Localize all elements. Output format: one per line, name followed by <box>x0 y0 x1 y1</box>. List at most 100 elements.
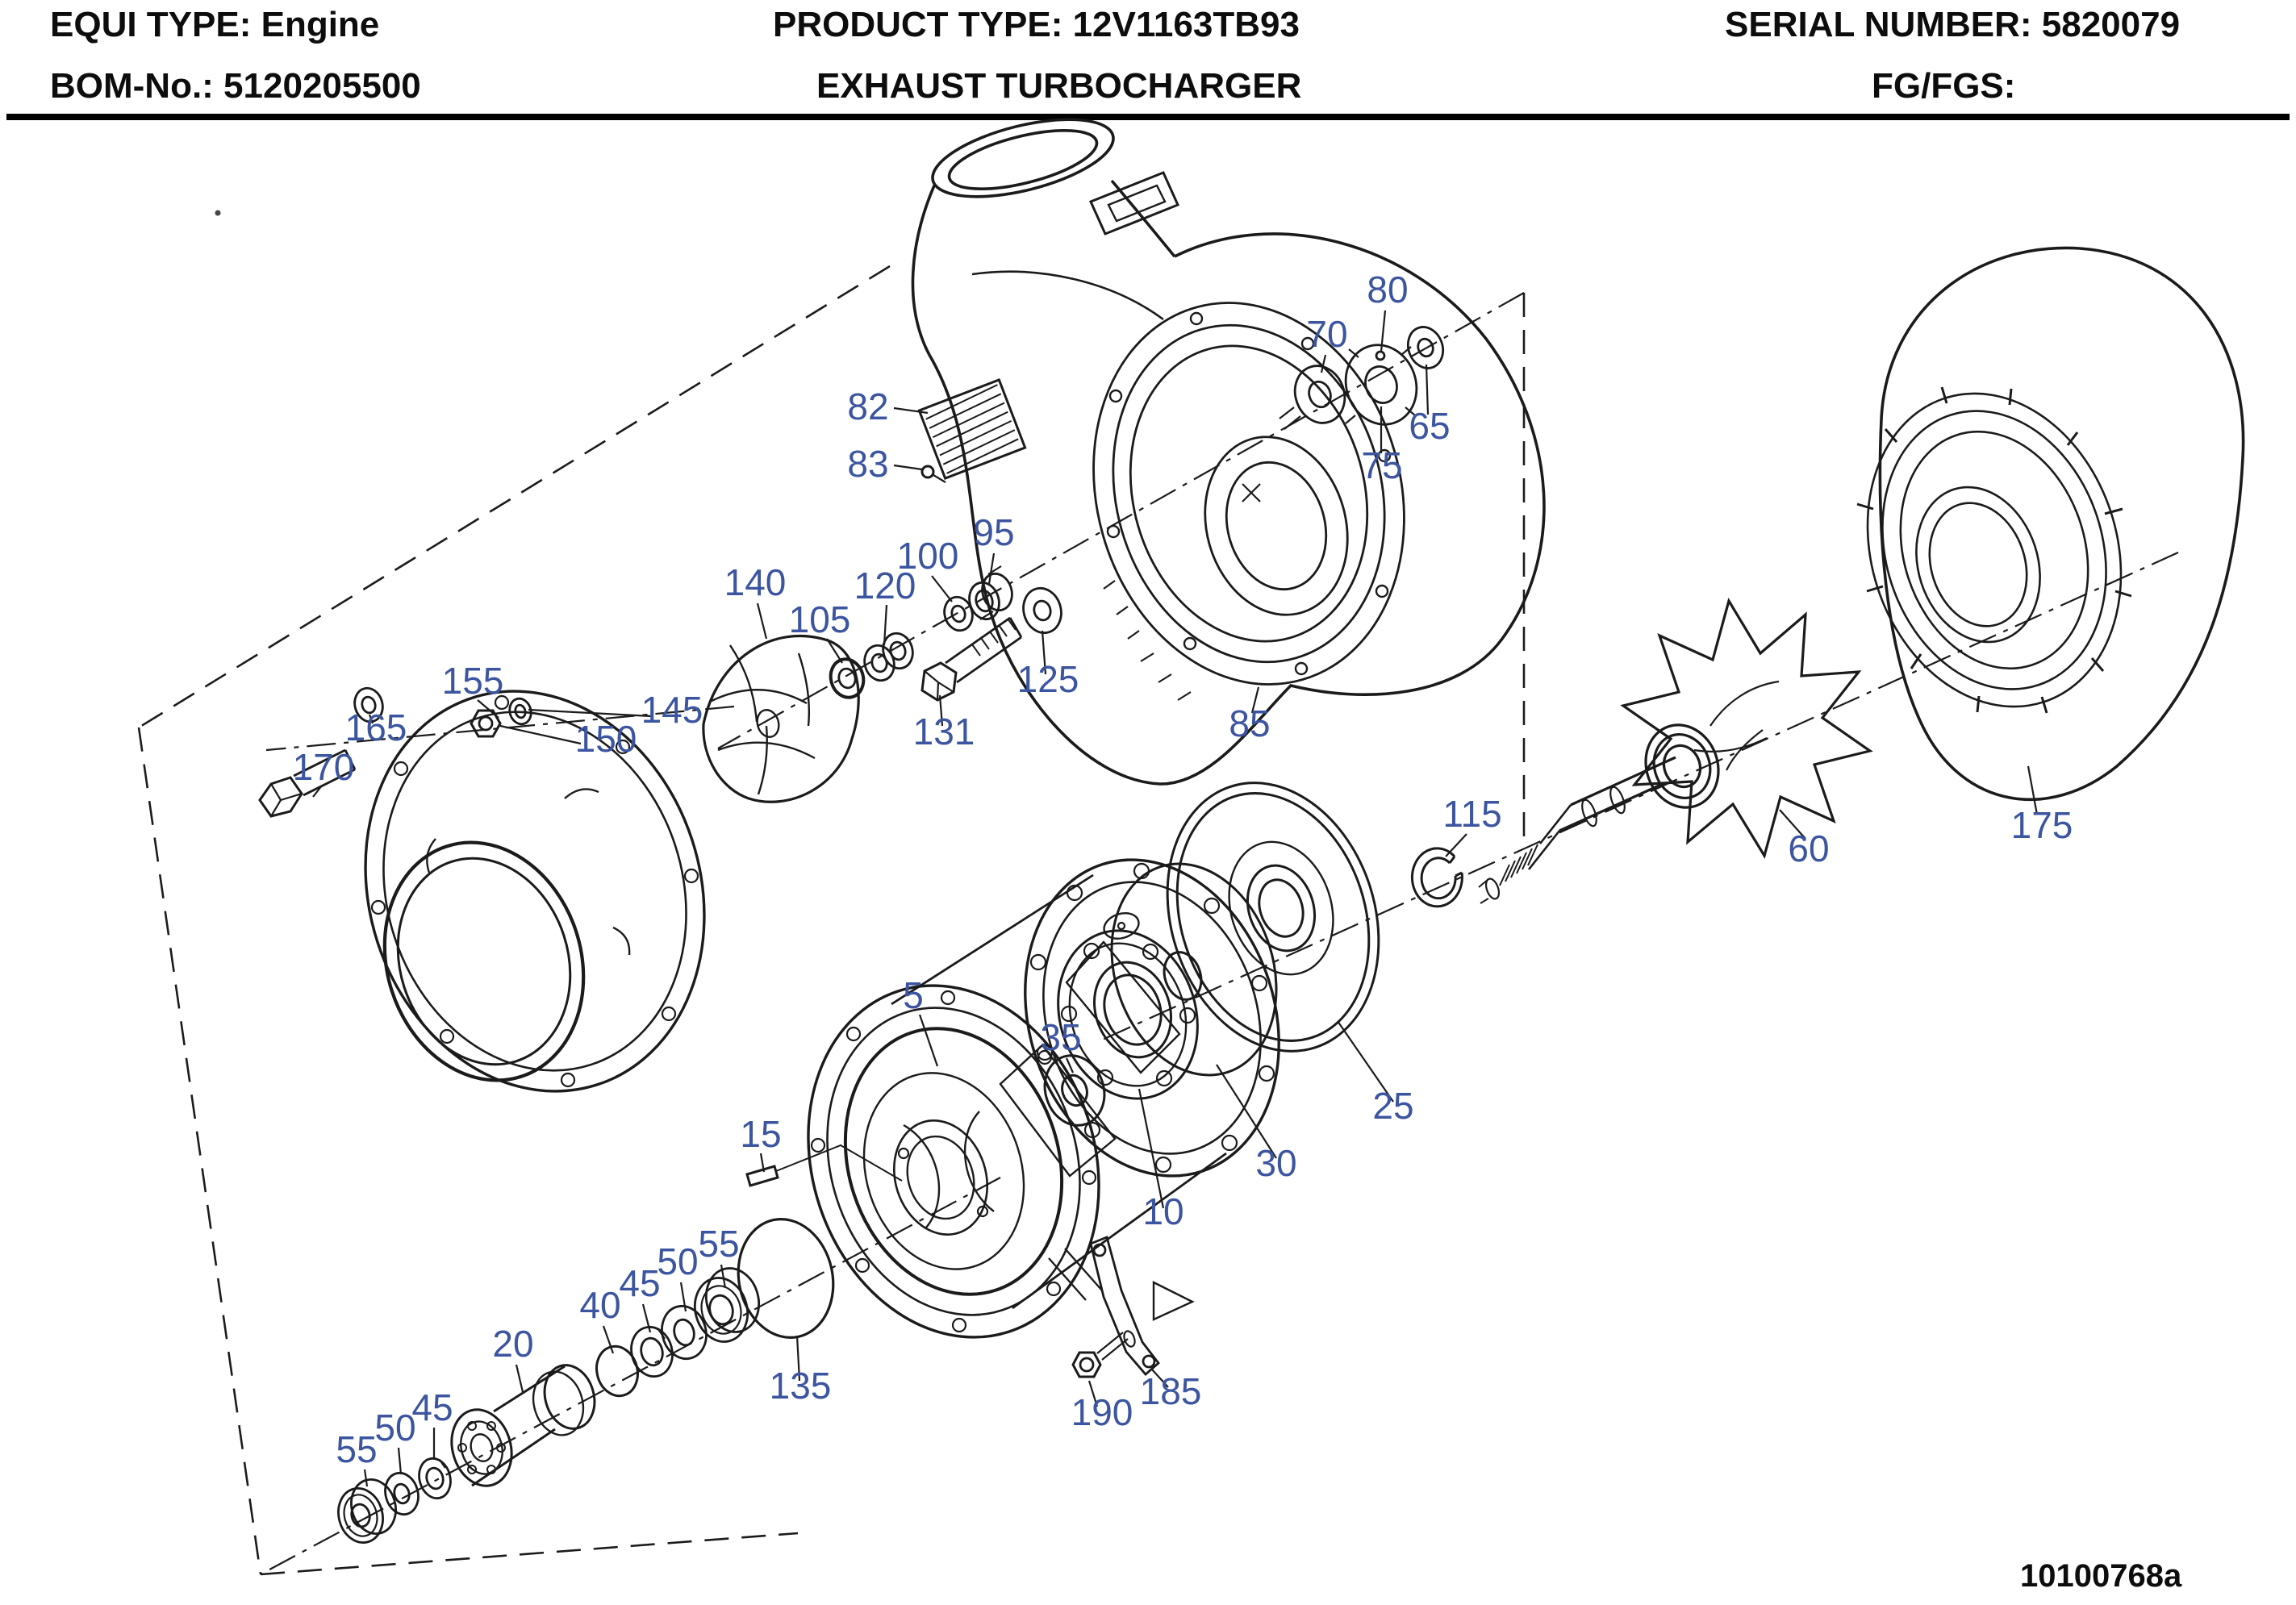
part-callout-20: 20 <box>492 1323 533 1365</box>
dashed-boundary <box>137 265 1526 1576</box>
leader-line-100 <box>931 575 953 602</box>
part-callout-131: 131 <box>913 711 975 752</box>
turbine-housing-drawing <box>1856 246 2245 802</box>
part-callout-55: 55 <box>336 1428 377 1470</box>
leader-line-40 <box>602 1325 615 1354</box>
part-callout-50: 50 <box>374 1407 415 1449</box>
leader-line-150 <box>499 724 582 745</box>
part-callout-190: 190 <box>1071 1391 1133 1433</box>
part-callout-85: 85 <box>1229 702 1270 744</box>
leader-line-131 <box>938 694 944 727</box>
leader-line-185 <box>1151 1369 1169 1388</box>
washer-bearing-chain-left-drawing <box>337 1457 452 1544</box>
leader-line-120 <box>883 604 888 646</box>
leader-line-95 <box>987 552 996 585</box>
part-callout-83: 83 <box>847 443 888 485</box>
leader-line-170 <box>312 785 323 798</box>
compressor-housing-drawing <box>911 118 1546 786</box>
leader-line-25 <box>1337 1020 1394 1103</box>
part-callout-50: 50 <box>657 1240 698 1282</box>
pin-drawing <box>745 1144 903 1187</box>
header-divider <box>6 114 2290 120</box>
header-product-title: EXHAUST TURBOCHARGER <box>816 66 1302 106</box>
center-axes <box>260 292 2179 1575</box>
leader-line-15 <box>759 1153 766 1173</box>
leader-line-140 <box>756 602 768 640</box>
washer-bearing-chain-right-drawing <box>595 1267 760 1398</box>
leader-line-80 <box>1380 310 1387 352</box>
leader-line-70 <box>1320 354 1327 373</box>
part-callout-55: 55 <box>698 1223 739 1265</box>
part-callout-35: 35 <box>1040 1016 1081 1058</box>
part-callout-170: 170 <box>293 746 355 788</box>
leader-line-85 <box>1250 686 1260 714</box>
seal-plate-drawing <box>1166 782 1380 1053</box>
leader-line-83 <box>893 464 923 471</box>
part-callout-125: 125 <box>1017 658 1079 700</box>
part-callout-185: 185 <box>1140 1370 1202 1412</box>
part-callout-105: 105 <box>789 598 851 640</box>
header-equi-type: EQUI TYPE: Engine <box>50 5 380 44</box>
leader-line-35 <box>1065 1057 1075 1073</box>
leader-line-175 <box>2027 765 2039 815</box>
bracket-drawing <box>1071 1236 1195 1378</box>
part-callout-100: 100 <box>897 535 959 577</box>
part-callout-150: 150 <box>575 718 637 760</box>
shaft-threads <box>1499 844 1538 886</box>
header-fg-fgs: FG/FGS: <box>1872 66 2016 106</box>
bearing-housing-drawing <box>807 858 1280 1339</box>
leader-line-155 <box>477 699 499 719</box>
leader-line-55 <box>363 1469 369 1487</box>
retaining-ring-drawing <box>1410 847 1463 908</box>
part-callout-25: 25 <box>1372 1085 1413 1127</box>
leader-line-165 <box>368 714 374 724</box>
header-product-type: PRODUCT TYPE: 12V1163TB93 <box>773 5 1300 44</box>
leader-line-55 <box>720 1264 727 1289</box>
cover-bolt-holes <box>370 694 699 1088</box>
bearing-balls <box>457 1421 506 1474</box>
leader-line-5 <box>918 1014 939 1067</box>
part-callout-175: 175 <box>2011 804 2073 846</box>
part-callout-45: 45 <box>619 1262 660 1304</box>
turbine-wheel-shaft-drawing <box>1478 597 1873 904</box>
part-callout-60: 60 <box>1788 828 1829 869</box>
leader-line-10 <box>1138 1088 1165 1209</box>
compressor-cover-drawing <box>364 690 706 1093</box>
header-bom-no: BOM-No.: 5120205500 <box>50 66 421 106</box>
bearing-sleeve-drawing <box>450 1364 596 1487</box>
bolt-holes <box>1106 311 1392 676</box>
leader-line-115 <box>1445 833 1467 857</box>
leader-line-145 <box>528 708 653 718</box>
leader-line-50 <box>679 1282 687 1312</box>
flange-drawing <box>1057 929 1199 1100</box>
rear-flange-holes <box>1029 862 1275 1174</box>
leader-line-135 <box>795 1335 801 1382</box>
header-serial-number: SERIAL NUMBER: 5820079 <box>1725 5 2181 44</box>
o-ring-drawing <box>737 1218 835 1339</box>
thrust-collar-group-drawing <box>1279 326 1445 430</box>
front-flange-holes <box>810 990 1097 1333</box>
part-callout-120: 120 <box>854 565 916 607</box>
part-callout-70: 70 <box>1306 313 1347 355</box>
leader-line-125 <box>1041 630 1047 675</box>
center-fasteners-drawing <box>829 565 1062 702</box>
part-callout-75: 75 <box>1361 444 1402 486</box>
part-callout-95: 95 <box>973 511 1014 553</box>
leader-line-60 <box>1779 809 1806 840</box>
nameplate-drawing <box>917 378 1027 483</box>
heat-shield-drawing <box>1110 862 1278 1077</box>
impeller-drawing <box>702 634 860 803</box>
part-callout-115: 115 <box>1442 793 1501 835</box>
stray-dot <box>215 210 221 216</box>
part-callout-145: 145 <box>641 689 703 731</box>
part-callout-40: 40 <box>579 1284 620 1326</box>
part-callout-155: 155 <box>442 660 504 702</box>
nut-drawing <box>1071 1351 1102 1378</box>
leader-line-190 <box>1087 1380 1099 1407</box>
leader-line-50 <box>397 1447 403 1475</box>
part-callout-65: 65 <box>1409 405 1450 447</box>
rivet-drawing <box>920 465 935 479</box>
stud-bolts <box>1856 386 2132 714</box>
